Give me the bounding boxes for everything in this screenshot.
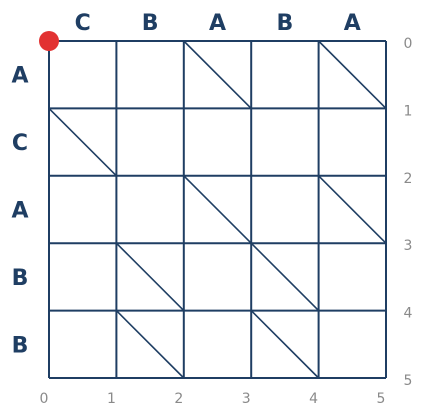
right-axis-number: 4 — [404, 306, 413, 322]
diagonal-edges — [48, 40, 387, 379]
left-sequence-letter: A — [11, 199, 28, 224]
diagonal-edge — [115, 310, 185, 379]
diagonal-edge — [250, 310, 320, 379]
right-axis: 0 1 2 3 4 5 — [404, 36, 413, 389]
bottom-axis-number: 0 — [40, 391, 49, 407]
diagonal-edge — [115, 242, 185, 312]
diagonal-edge — [250, 242, 320, 312]
bottom-axis: 0 1 2 3 4 5 — [40, 391, 386, 407]
right-axis-number: 3 — [404, 238, 413, 254]
left-sequence-letter: C — [12, 131, 28, 156]
left-sequence: A C A B B — [11, 64, 28, 359]
bottom-axis-number: 4 — [309, 391, 318, 407]
bottom-axis-number: 5 — [377, 391, 386, 407]
left-sequence-letter: B — [12, 266, 29, 291]
right-axis-number: 2 — [404, 171, 413, 187]
left-sequence-letter: B — [12, 333, 29, 358]
top-sequence-letter: A — [344, 11, 361, 36]
bottom-axis-number: 1 — [107, 391, 116, 407]
bottom-axis-number: 3 — [242, 391, 251, 407]
left-sequence-letter: A — [11, 64, 28, 89]
diagonal-edge — [318, 40, 387, 109]
diagonal-edge — [318, 175, 387, 244]
top-sequence-letter: C — [75, 11, 91, 36]
diagonal-edge — [183, 40, 252, 109]
bottom-axis-number: 2 — [174, 391, 183, 407]
start-marker-layer — [39, 31, 59, 51]
diagonal-edge — [48, 107, 117, 177]
right-axis-number: 0 — [404, 36, 413, 52]
grid-lines — [48, 40, 387, 379]
right-axis-number: 1 — [404, 103, 413, 119]
diagonal-edge — [183, 175, 252, 244]
right-axis-number: 5 — [404, 373, 413, 389]
top-sequence-letter: B — [142, 11, 159, 36]
top-sequence-letter: B — [277, 11, 294, 36]
start-marker — [39, 31, 59, 51]
top-sequence-letter: A — [209, 11, 226, 36]
